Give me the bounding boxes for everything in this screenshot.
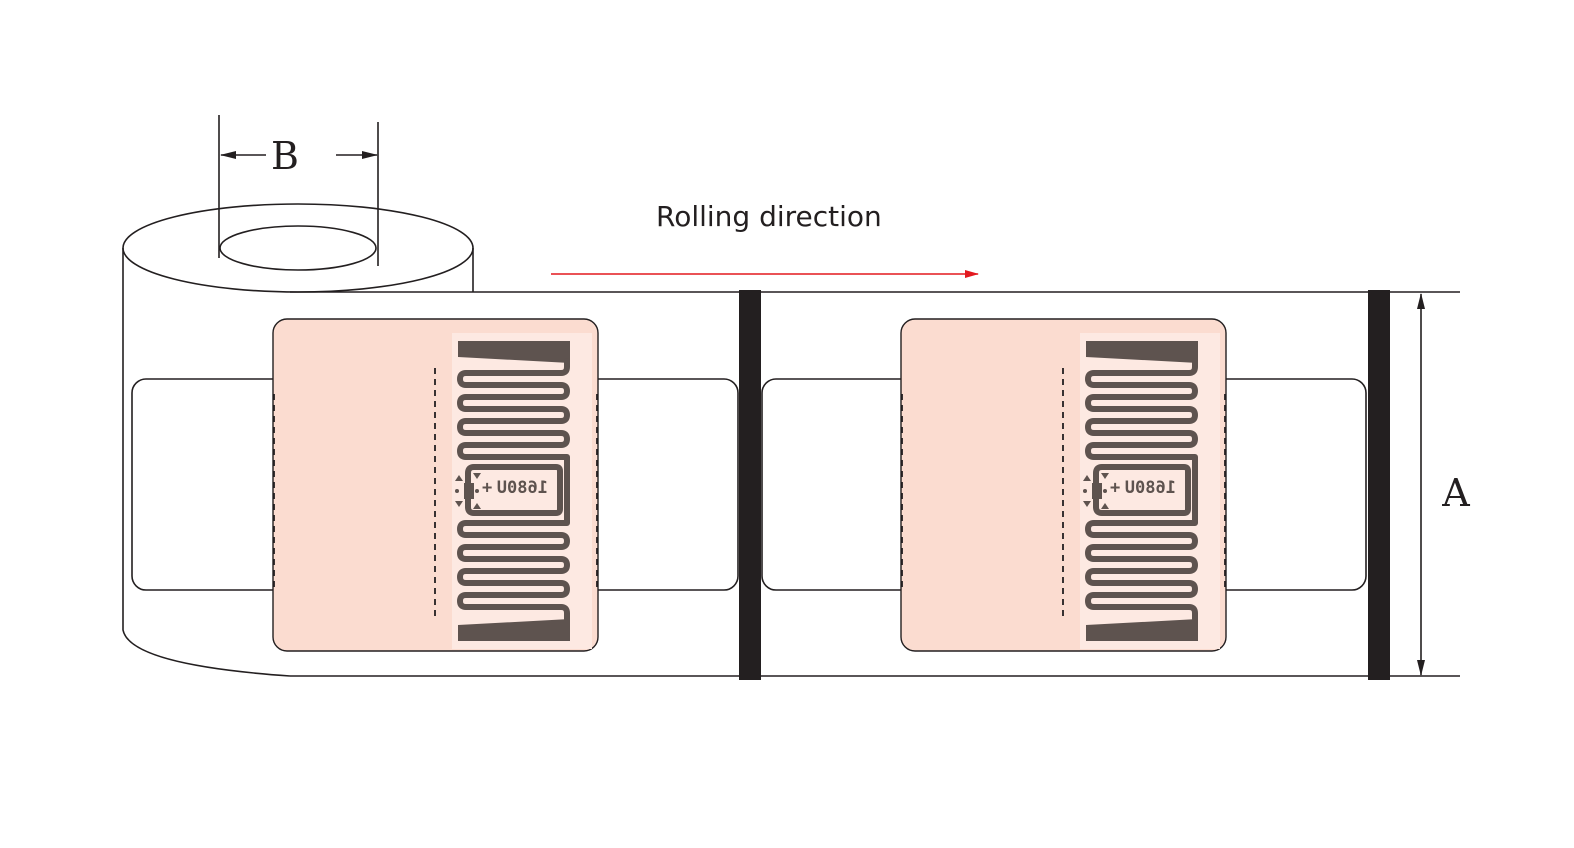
liner-web: [290, 291, 1460, 677]
black-mark-2: [1368, 290, 1390, 680]
roll-core-hole: [219, 225, 377, 271]
chip-marking: 1680U: [497, 478, 548, 498]
black-mark-1: [739, 290, 761, 680]
rolling-direction-caption: Rolling direction: [656, 200, 882, 233]
roll-top-outer-ellipse: [122, 203, 474, 293]
chip-plus-symbol: +: [482, 478, 492, 498]
dimension-b-label: B: [271, 134, 299, 178]
chip-plus-symbol: +: [1110, 478, 1120, 498]
rolling-direction: Rolling direction: [551, 200, 979, 278]
chip-text: 1680U: [1125, 478, 1176, 498]
rfid-label-1: 1680U +: [272, 318, 599, 651]
chip-text: 1680U: [497, 478, 548, 498]
dimension-a: A: [1417, 293, 1470, 676]
dimension-b: B: [218, 115, 379, 266]
dimension-a-label: A: [1441, 471, 1470, 515]
chip-marking: 1680U: [1125, 478, 1176, 498]
roll-left-side: [122, 248, 291, 677]
rfid-label-2: 1680U +: [900, 318, 1227, 651]
